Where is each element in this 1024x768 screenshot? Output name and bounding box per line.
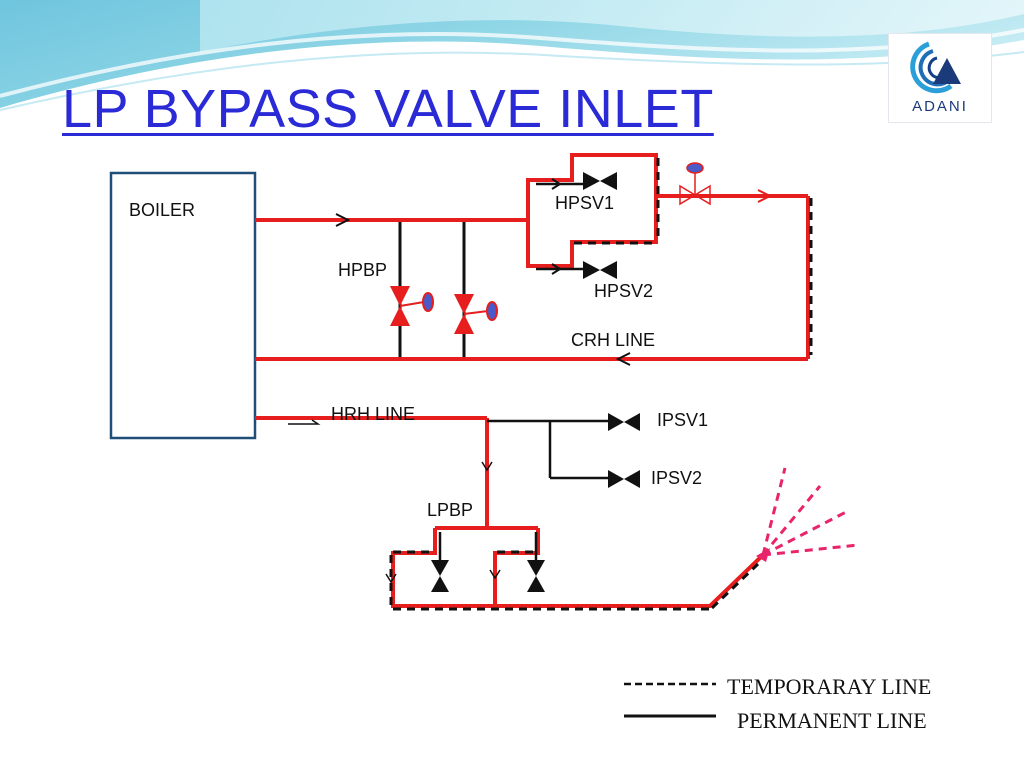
exhaust-spray xyxy=(761,467,859,557)
ipsv1-valve xyxy=(608,413,640,431)
lpbp-label: LPBP xyxy=(427,500,473,520)
lpbp-valve-2 xyxy=(527,532,545,592)
outlet-control-valve xyxy=(679,162,711,206)
temporary-segments-upper xyxy=(574,158,813,355)
hpsv1-label: HPSV1 xyxy=(555,193,614,213)
adani-logo-icon xyxy=(910,41,961,94)
hpsv1-branch xyxy=(536,172,617,190)
temporary-segments-lower xyxy=(389,550,760,611)
logo-text: ADANI xyxy=(912,98,968,115)
ipsv2-valve xyxy=(608,470,640,488)
flow-arrows-upper xyxy=(335,189,773,366)
lpbp-valve-1 xyxy=(431,532,449,592)
upper-main-lines xyxy=(255,153,810,361)
slide-title: LP BYPASS VALVE INLET xyxy=(62,79,714,139)
wave-header xyxy=(0,0,1024,111)
hpbp-lines xyxy=(398,222,466,357)
ipsv2-label: IPSV2 xyxy=(651,468,702,488)
hpsv2-label: HPSV2 xyxy=(594,281,653,301)
ipsv-lines xyxy=(487,419,608,480)
boiler-box xyxy=(109,171,257,440)
hrh-line-label: HRH LINE xyxy=(331,404,415,424)
hpsv2-branch xyxy=(536,261,617,279)
adani-logo: ADANI xyxy=(888,33,992,123)
crh-line-label: CRH LINE xyxy=(571,330,655,350)
hpbp-control-valve-2 xyxy=(454,294,498,334)
boiler-label: BOILER xyxy=(129,200,195,220)
exhaust-nozzle-icon xyxy=(756,548,770,562)
hpbp-label: HPBP xyxy=(338,260,387,280)
ipsv1-label: IPSV1 xyxy=(657,410,708,430)
hpbp-control-valve-1 xyxy=(390,286,434,326)
hrh-lpbp-lines xyxy=(255,416,765,608)
legend-temporary-label: TEMPORARAY LINE xyxy=(727,674,931,699)
legend: TEMPORARAY LINE PERMANENT LINE xyxy=(624,674,931,733)
legend-permanent-label: PERMANENT LINE xyxy=(737,708,927,733)
flow-arrows-lower xyxy=(288,419,501,584)
